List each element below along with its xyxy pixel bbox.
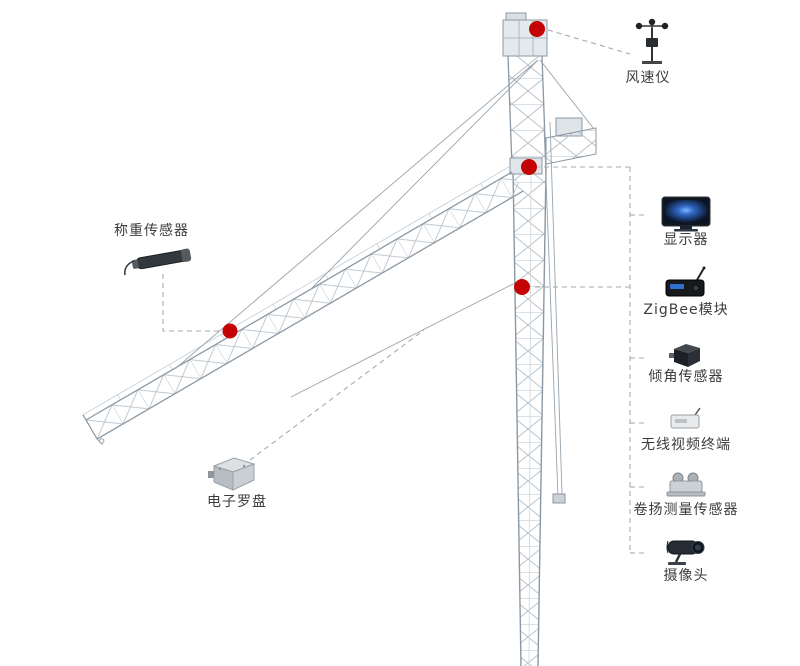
zigbee-module-icon	[664, 266, 708, 304]
anemometer-icon	[634, 18, 670, 70]
label-hoist-sensor: 卷扬测量传感器	[633, 502, 739, 518]
crane-jib	[82, 166, 524, 446]
crane-load-line	[290, 282, 516, 398]
tilt-sensor-icon	[669, 341, 703, 373]
crane-counter-jib	[539, 59, 597, 165]
label-display: 显示器	[663, 232, 709, 248]
video-terminal-icon	[669, 407, 703, 437]
sensor-marker-slewing	[521, 159, 537, 175]
crane-tower	[512, 167, 547, 666]
label-compass: 电子罗盘	[207, 494, 267, 510]
crane-upper-mast	[507, 55, 547, 169]
compass-icon	[206, 452, 258, 498]
sensor-marker-tower	[514, 279, 530, 295]
sensor-marker-anemometer	[529, 21, 545, 37]
label-zigbee: ZigBee模块	[643, 302, 729, 318]
crane-hoist-ropes	[543, 121, 563, 498]
leader-weight-sensor	[162, 274, 221, 332]
label-video-terminal: 无线视频终端	[641, 437, 731, 453]
weight-sensor-icon	[122, 242, 202, 282]
label-tilt-sensor: 倾角传感器	[648, 369, 724, 385]
sensor-marker-jib	[222, 323, 238, 339]
label-weight-sensor: 称重传感器	[114, 223, 189, 239]
leader-lines	[162, 29, 648, 554]
crane-pendant-lines	[175, 59, 539, 369]
display-icon	[660, 196, 712, 236]
hoist-sensor-icon	[666, 469, 706, 503]
camera-icon	[662, 535, 710, 571]
label-camera: 摄像头	[663, 568, 709, 584]
leader-compass	[249, 329, 425, 461]
leader-anemometer	[547, 29, 631, 55]
label-anemometer: 风速仪	[625, 70, 671, 86]
crane-hook-block	[552, 493, 566, 504]
